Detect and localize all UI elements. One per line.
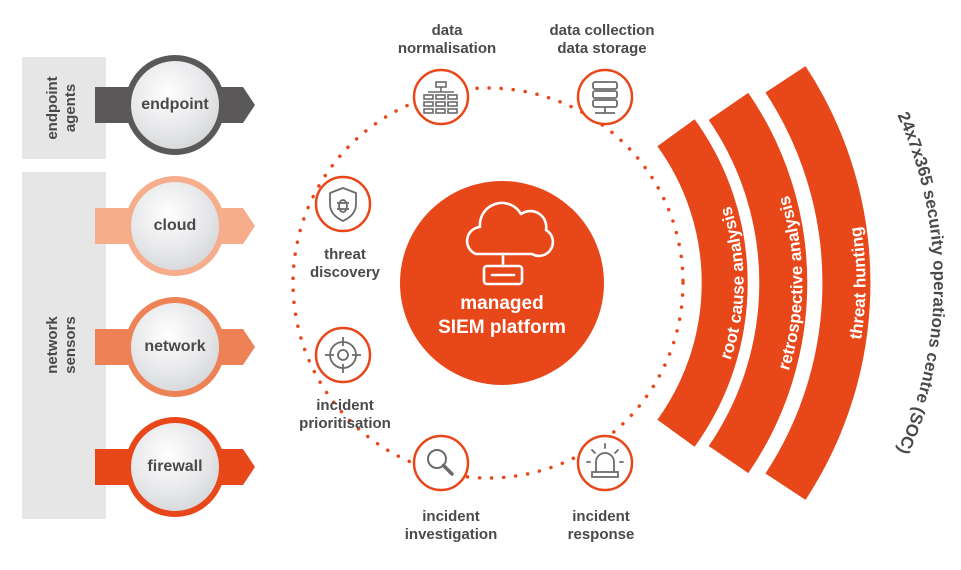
source-endpoint: endpoint	[95, 55, 255, 155]
stage-incident-response-label-line1: incident	[572, 508, 630, 525]
server-icon	[592, 81, 618, 114]
stage-incident-prioritisation-label-line2: prioritisation	[299, 415, 391, 432]
target-gear-icon	[325, 337, 361, 373]
stage-incident-response	[576, 434, 634, 492]
stage-incident-investigation	[412, 434, 470, 492]
source-network-disc: network	[131, 303, 219, 391]
source-cloud-label: cloud	[153, 217, 197, 234]
center-title-line2: SIEM platform	[438, 317, 566, 338]
stage-incident-investigation-label-line1: incident	[422, 508, 480, 525]
source-network: network	[95, 297, 255, 397]
stage-data-collection-label-line2: data storage	[557, 40, 647, 57]
arc-threat-hunting-text: threat hunting	[846, 225, 870, 340]
endpoint-agents-band	[22, 57, 106, 159]
network-sensors-band	[22, 172, 106, 519]
stage-incident-investigation-label: incident investigation	[405, 508, 498, 544]
orbit-dotted-ring	[291, 86, 685, 480]
stage-threat-discovery-label: threat discovery	[310, 246, 380, 282]
alarm-light-icon	[586, 443, 624, 478]
source-firewall-disc: firewall	[131, 423, 219, 511]
arc-root-cause-analysis	[657, 119, 748, 447]
source-network-label: network	[144, 338, 206, 355]
arc-threat-hunting	[765, 66, 871, 500]
stage-data-normalisation	[412, 68, 470, 126]
stage-data-collection-label-line1: data collection	[549, 22, 655, 39]
stage-threat-discovery-label-line1: threat	[324, 246, 366, 263]
arc-threat-hunting-label: threat hunting	[846, 225, 870, 340]
soc-label: 24x7x365 security operations centre (SOC…	[894, 109, 949, 457]
stage-incident-investigation-label-line2: investigation	[404, 526, 498, 543]
source-firewall: firewall	[95, 417, 255, 517]
shield-bug-icon	[329, 187, 357, 222]
soc-label-text: 24x7x365 security operations centre (SOC…	[894, 109, 949, 457]
stage-incident-prioritisation	[314, 326, 372, 384]
arc-retrospective-analysis	[708, 92, 808, 474]
source-endpoint-label: endpoint	[141, 96, 209, 113]
stage-incident-prioritisation-label-line1: incident	[316, 397, 374, 414]
stage-threat-discovery	[314, 175, 372, 233]
source-firewall-label: firewall	[147, 458, 203, 475]
cloud-network-icon	[465, 201, 555, 286]
stage-data-normalisation-label: data normalisation	[398, 22, 496, 58]
stage-incident-response-label-line2: response	[567, 526, 635, 543]
source-cloud: cloud	[95, 176, 255, 276]
magnifier-icon	[427, 449, 454, 476]
stage-data-normalisation-label-line2: normalisation	[397, 40, 497, 57]
center-title-line1: managed	[460, 293, 544, 314]
center-title: managed SIEM platform	[438, 292, 566, 340]
stage-data-normalisation-label-line1: data	[431, 22, 463, 39]
stage-data-collection	[576, 68, 634, 126]
stage-incident-prioritisation-label: incident prioritisation	[299, 397, 391, 433]
stage-data-collection-label: data collection data storage	[549, 22, 654, 58]
stage-threat-discovery-label-line2: discovery	[309, 264, 381, 281]
source-cloud-disc: cloud	[131, 182, 219, 270]
database-grid-icon	[423, 81, 458, 114]
source-endpoint-disc: endpoint	[131, 61, 219, 149]
stage-incident-response-label: incident response	[568, 508, 635, 544]
